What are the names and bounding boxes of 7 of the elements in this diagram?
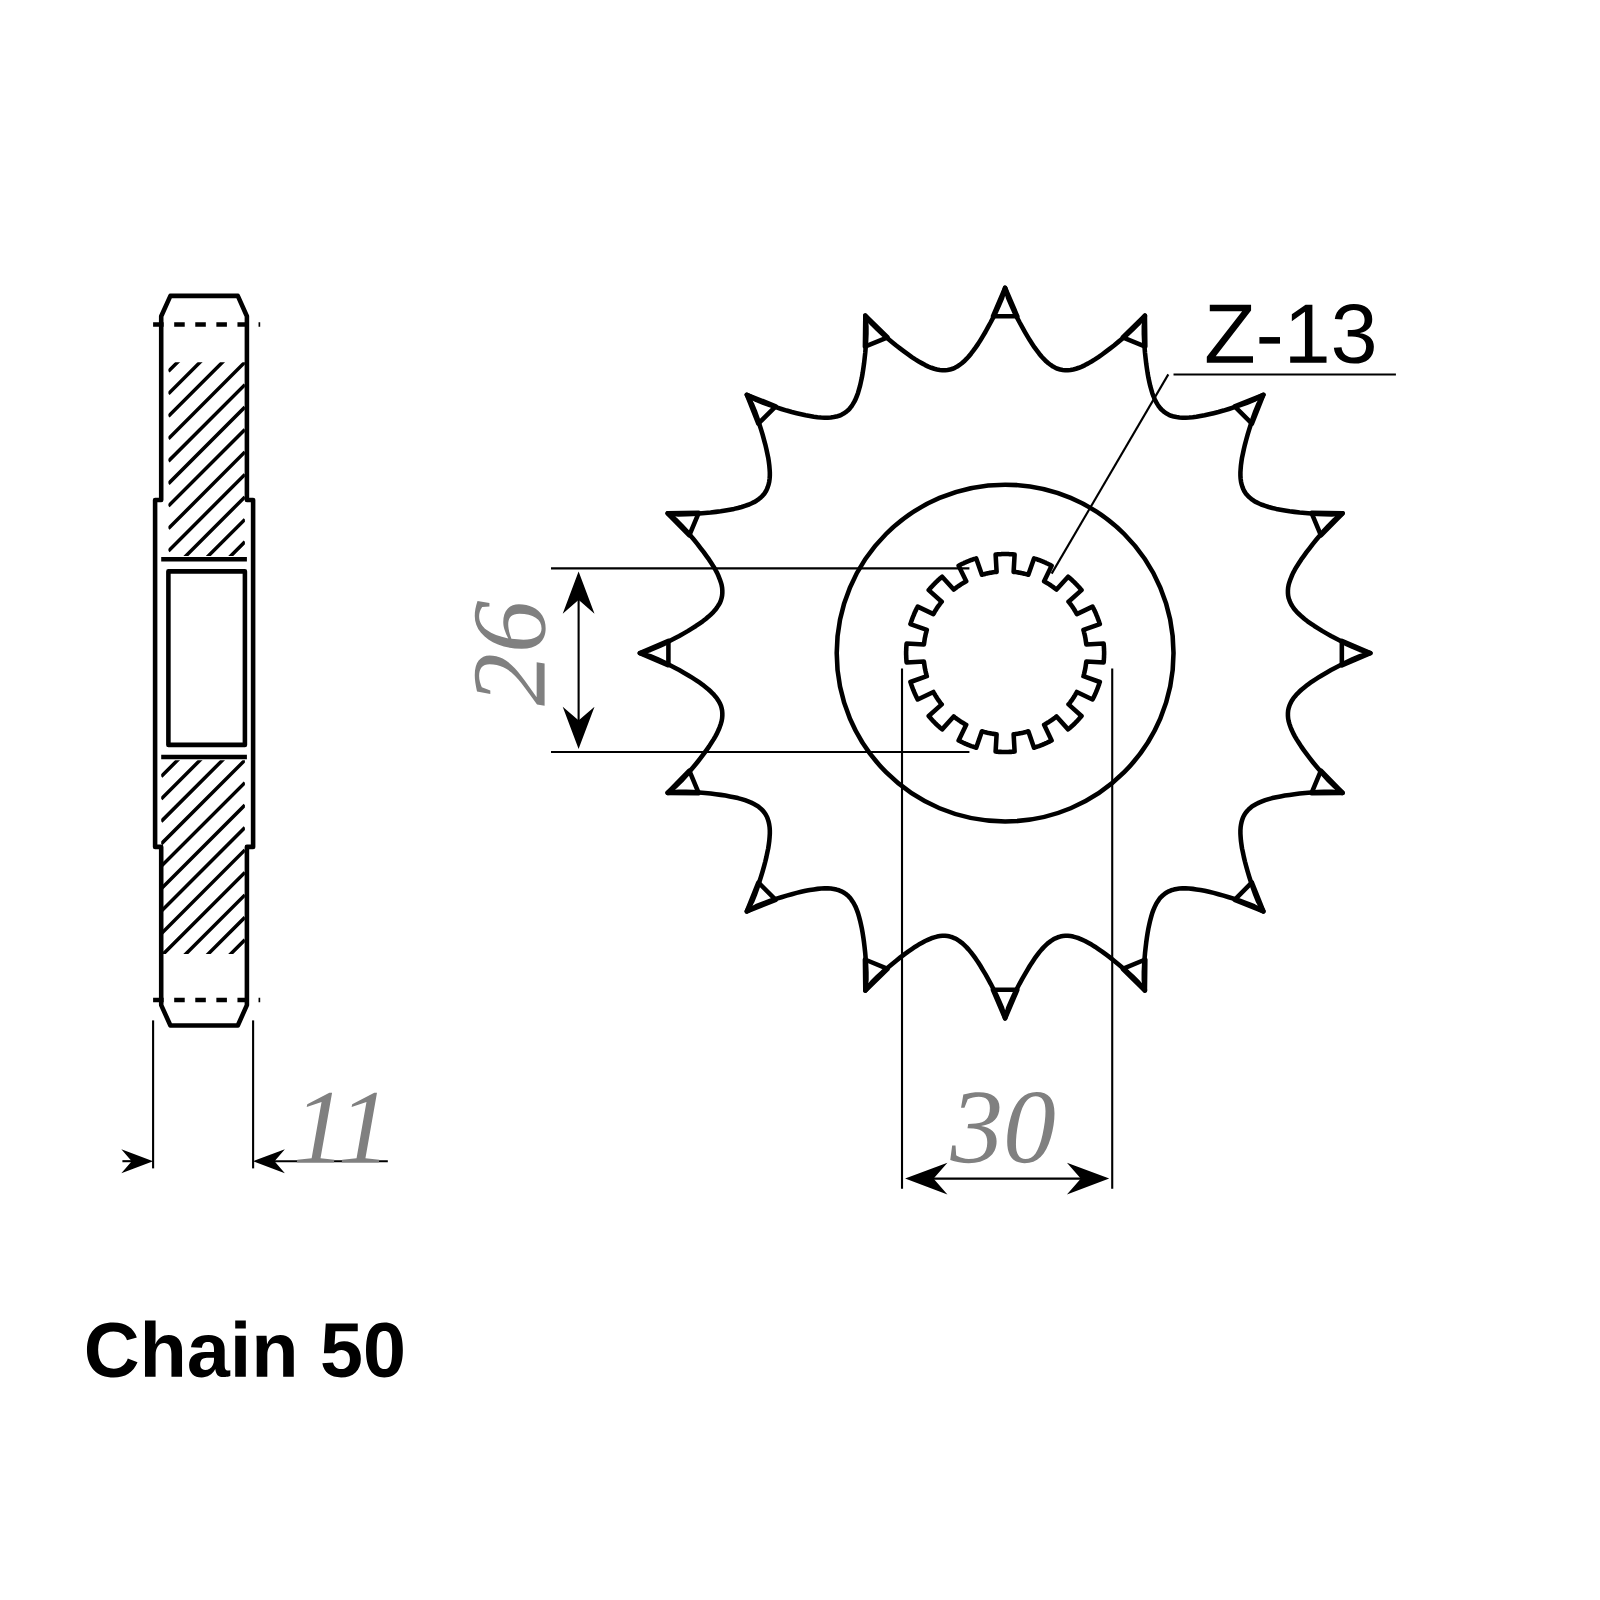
splined-hole	[903, 551, 1107, 755]
part-label: Z-13	[1206, 303, 1374, 364]
dimension-label: 30	[950, 1092, 1055, 1164]
leader-line	[1050, 373, 1170, 575]
dimension-label: 26	[474, 600, 546, 706]
chain-label: Chain 50	[86, 1320, 403, 1378]
dimension-label: 11	[296, 1092, 380, 1163]
